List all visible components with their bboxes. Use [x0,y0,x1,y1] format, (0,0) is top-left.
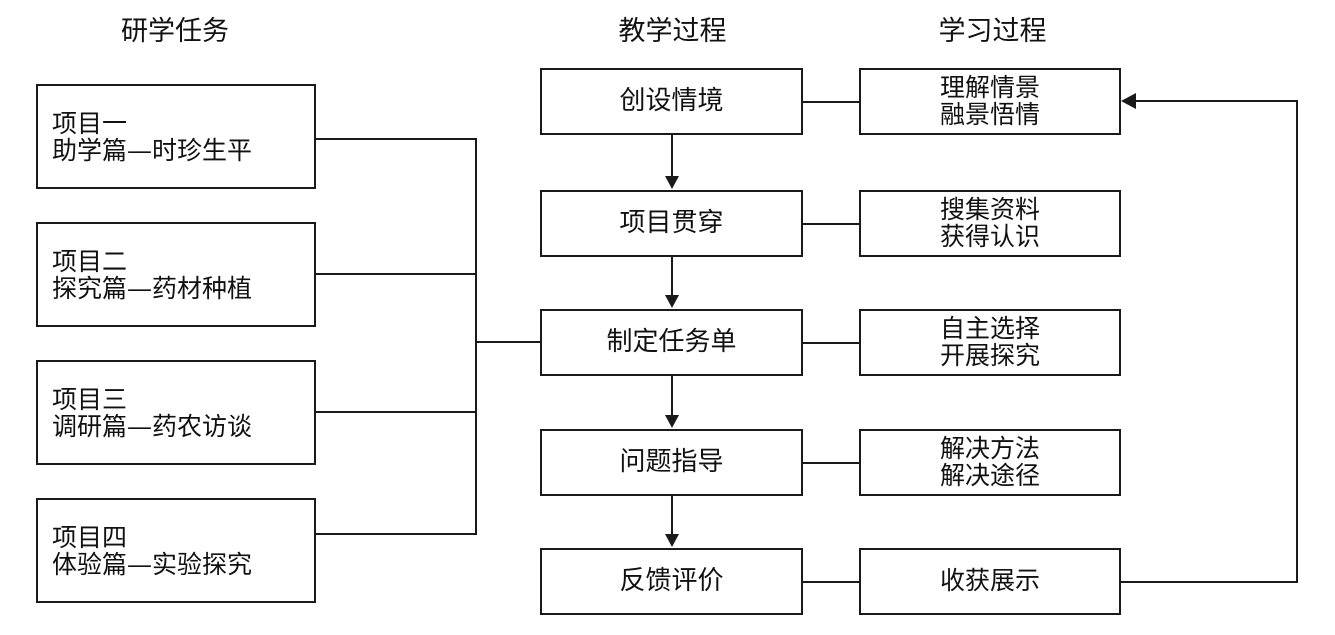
research-task-box-2: 项目二 探究篇—药材种植 [36,222,316,327]
connector-task3-stub [316,411,477,413]
teaching-step-box-3: 制定任务单 [540,309,803,376]
connector-task1-stub [316,138,477,140]
learning-outcome-3-line1: 自主选择 [939,314,1040,344]
learning-outcome-box-3: 自主选择 开展探究 [859,309,1121,376]
connector-feedback-right [1296,100,1298,582]
connector-step2-to-outcome2 [802,223,860,225]
teaching-step-box-4: 问题指导 [540,429,803,496]
learning-outcome-2-line2: 获得认识 [939,221,1040,251]
research-task-2-line2: 探究篇—药材种植 [52,273,253,303]
research-task-4-line1: 项目四 [52,522,128,552]
research-task-1-line2: 助学篇—时珍生平 [52,135,253,165]
arrow-step1-to-step2-head [665,176,679,189]
research-task-box-4: 项目四 体验篇—实验探究 [36,498,316,603]
connector-task-bus [475,138,477,535]
learning-outcome-1-line1: 理解情景 [939,73,1040,103]
teaching-step-2-label: 项目贯穿 [619,208,724,239]
teaching-step-box-2: 项目贯穿 [540,190,803,257]
column-header-teaching: 教学过程 [618,16,727,47]
teaching-step-4-label: 问题指导 [619,447,724,478]
connector-feedback-bottom [1120,581,1298,583]
column-header-learning: 学习过程 [938,16,1047,47]
connector-step1-to-step2 [671,135,673,177]
research-task-2-line1: 项目二 [52,246,128,276]
connector-step2-to-step3 [671,257,673,297]
teaching-step-1-label: 创设情境 [619,86,724,117]
connector-step4-to-step5 [671,496,673,536]
arrow-step4-to-step5-head [665,534,679,547]
arrow-step3-to-step4-head [665,415,679,428]
teaching-step-3-label: 制定任务单 [606,327,737,358]
connector-feedback-top [1135,100,1297,102]
learning-outcome-4-line1: 解决方法 [939,434,1040,464]
connector-step3-to-outcome3 [802,342,860,344]
research-task-3-line1: 项目三 [52,384,128,414]
learning-outcome-box-1: 理解情景 融景悟情 [859,68,1121,135]
learning-outcome-box-2: 搜集资料 获得认识 [859,190,1121,257]
learning-outcome-3-line2: 开展探究 [939,340,1040,370]
research-task-3-line2: 调研篇—药农访谈 [52,411,253,441]
teaching-step-box-1: 创设情境 [540,68,803,135]
learning-outcome-1-line2: 融景悟情 [939,99,1040,129]
connector-step3-to-step4 [671,376,673,417]
connector-task4-stub [316,533,477,535]
arrow-feedback-head [1121,93,1136,109]
learning-outcome-5-line1: 收获展示 [939,566,1040,596]
connector-step5-to-outcome5 [802,581,860,583]
teaching-step-5-label: 反馈评价 [619,566,724,597]
learning-outcome-4-line2: 解决途径 [939,460,1040,490]
connector-step1-to-outcome1 [802,101,860,103]
teaching-step-box-5: 反馈评价 [540,548,803,615]
learning-outcome-box-4: 解决方法 解决途径 [859,429,1121,496]
column-header-research: 研学任务 [121,16,229,47]
learning-outcome-box-5: 收获展示 [859,548,1121,615]
research-task-4-line2: 体验篇—实验探究 [52,549,253,579]
connector-step4-to-outcome4 [802,462,860,464]
research-task-box-3: 项目三 调研篇—药农访谈 [36,360,316,465]
connector-bus-to-task-sheet [475,341,541,343]
learning-outcome-2-line1: 搜集资料 [939,195,1040,225]
connector-task2-stub [316,273,477,275]
arrow-step2-to-step3-head [665,295,679,308]
research-task-1-line1: 项目一 [52,108,128,138]
research-task-box-1: 项目一 助学篇—时珍生平 [36,84,316,189]
